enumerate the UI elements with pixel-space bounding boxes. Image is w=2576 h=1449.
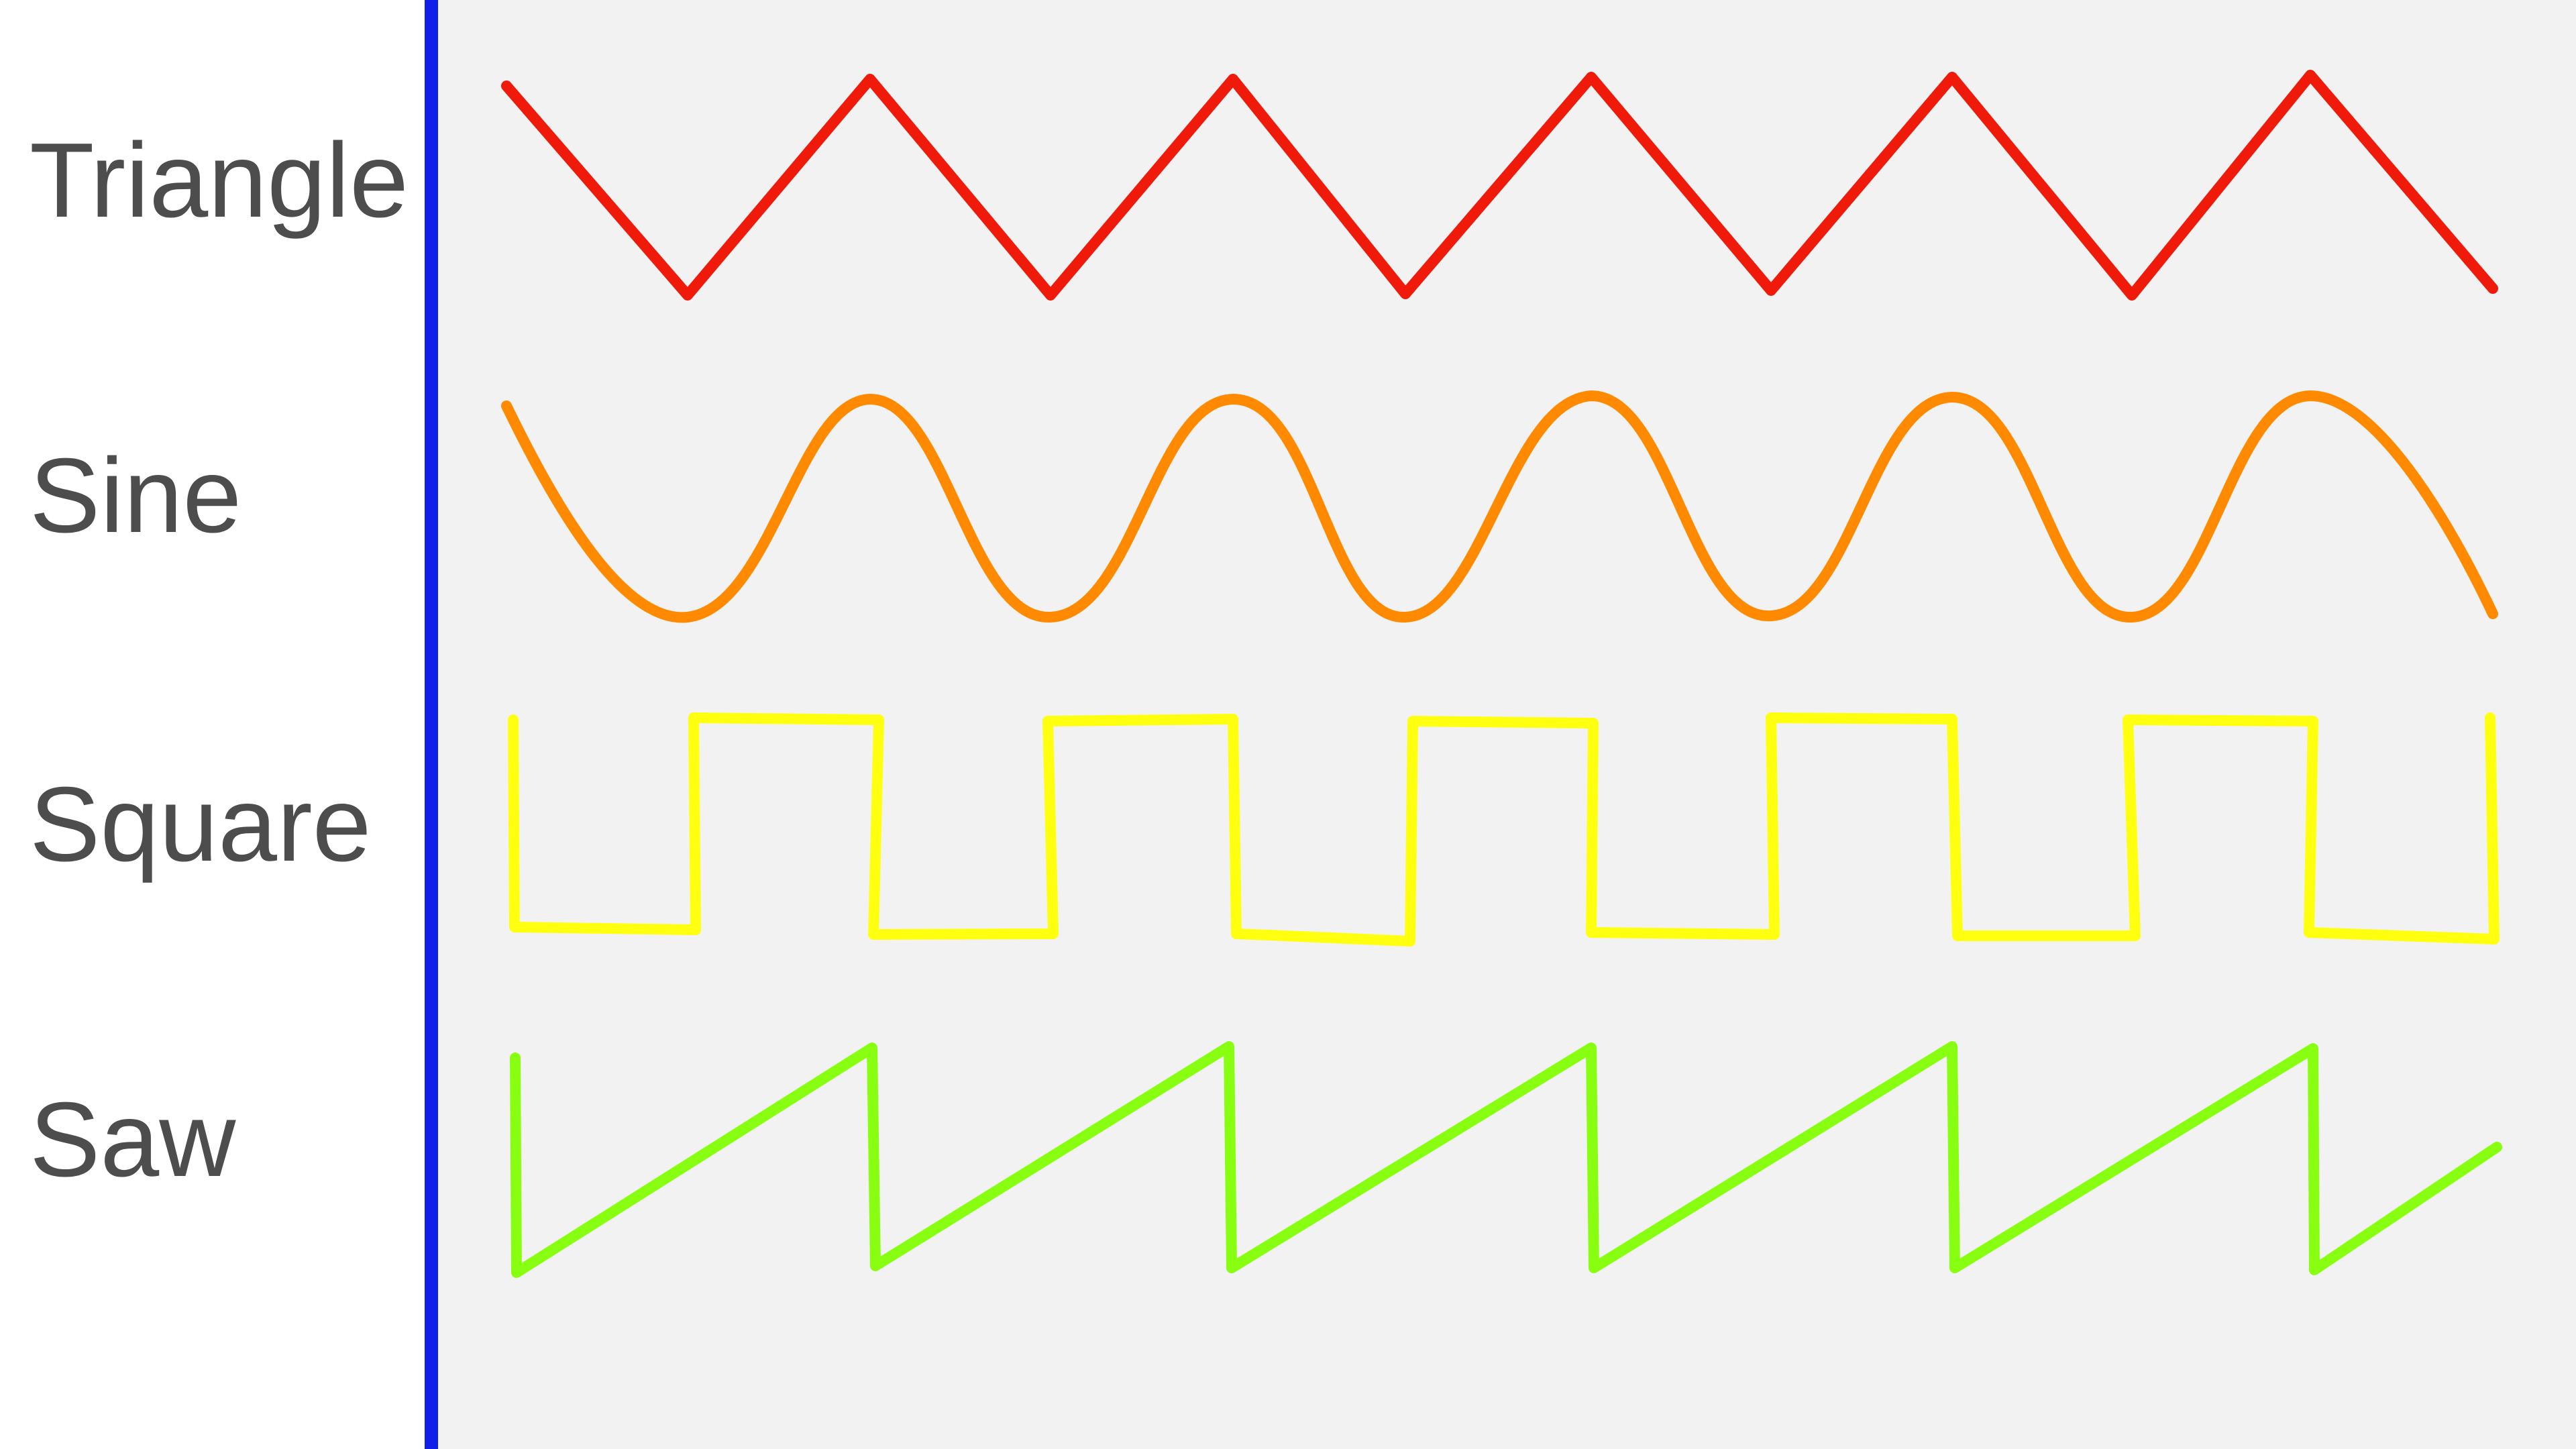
label-column: Triangle Sine Square Saw bbox=[0, 0, 425, 1449]
sine-wave bbox=[501, 390, 2498, 623]
saw-label: Saw bbox=[30, 1081, 236, 1199]
square-label: Square bbox=[30, 765, 372, 883]
triangle-wave bbox=[501, 70, 2498, 301]
sine-label: Sine bbox=[30, 437, 242, 555]
triangle-label: Triangle bbox=[30, 121, 409, 239]
saw-wave bbox=[510, 1041, 2502, 1278]
divider-line bbox=[425, 0, 438, 1449]
square-wave bbox=[508, 712, 2500, 947]
